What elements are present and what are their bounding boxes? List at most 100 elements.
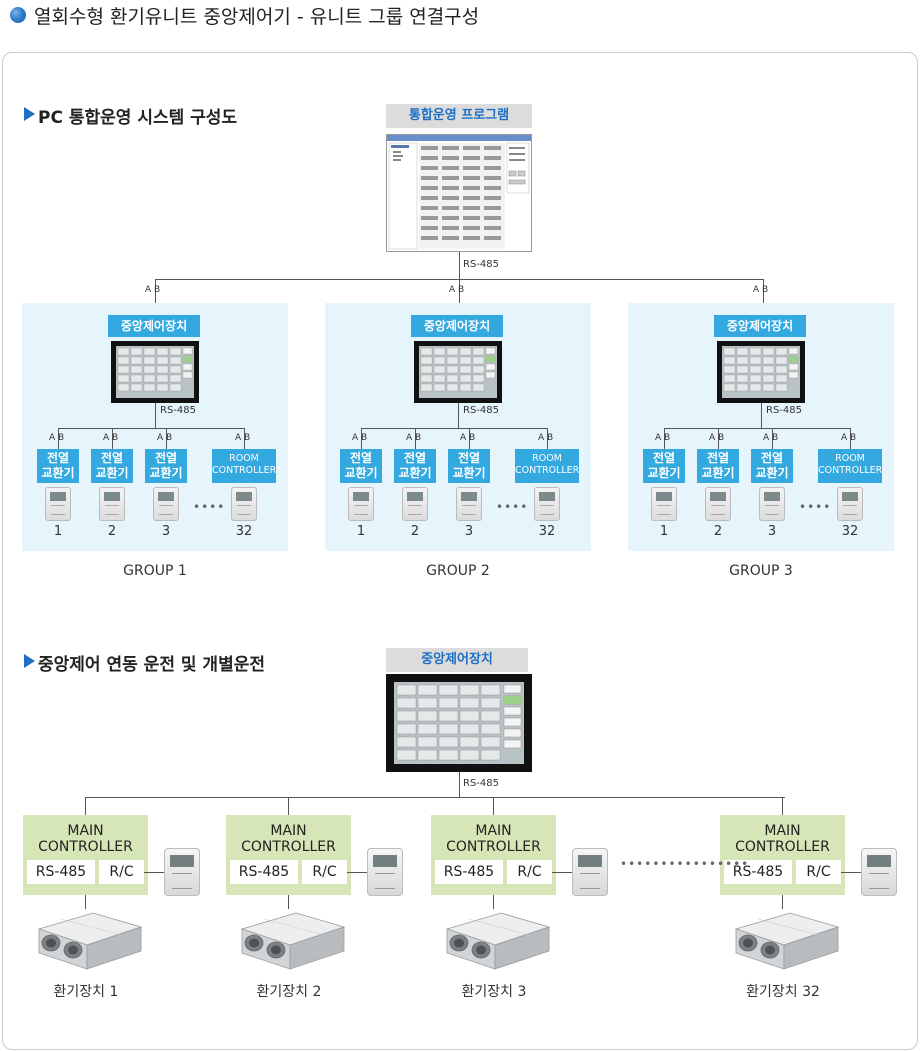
bus-label: RS-485 xyxy=(463,405,499,416)
unit-label: 전열 교환기 xyxy=(394,449,436,483)
rs485-port: RS-485 xyxy=(27,860,95,884)
group-controller-screen xyxy=(414,341,502,403)
bus-line-horizontal xyxy=(85,797,785,798)
remote-controller-icon xyxy=(231,487,257,521)
page-title: 열회수형 환기유니트 중앙제어기 - 유니트 그룹 연결구성 xyxy=(34,2,479,29)
bus-label: RS-485 xyxy=(766,405,802,416)
ab-label: A B xyxy=(352,433,367,443)
remote-controller-icon xyxy=(164,848,200,896)
ab-label: A B xyxy=(753,285,768,295)
bus-line-vertical xyxy=(761,403,762,429)
group-controller-screen xyxy=(717,341,805,403)
ventilation-unit-icon xyxy=(728,907,844,977)
bus-label: RS-485 xyxy=(463,778,499,789)
ab-label: A B xyxy=(449,285,464,295)
bus-line-vertical xyxy=(458,403,459,429)
ellipsis-dots: •••• xyxy=(193,500,225,514)
group-controller-label: 중앙제어장치 xyxy=(108,315,200,337)
unit-label: 전열 교환기 xyxy=(91,449,133,483)
remote-controller-icon xyxy=(456,487,482,521)
bus-label: RS-485 xyxy=(463,259,499,270)
program-screenshot xyxy=(386,134,532,252)
bullet-icon xyxy=(10,7,26,23)
ventilation-unit-icon xyxy=(31,907,147,977)
remote-controller-icon xyxy=(572,848,608,896)
unit-label: 전열 교환기 xyxy=(340,449,382,483)
remote-controller-icon xyxy=(45,487,71,521)
unit-label: 전열 교환기 xyxy=(751,449,793,483)
unit-number: 3 xyxy=(757,524,787,539)
ab-label: A B xyxy=(841,433,856,443)
group-name: GROUP 1 xyxy=(75,563,235,579)
group-name: GROUP 3 xyxy=(681,563,841,579)
rc-port: R/C xyxy=(302,860,347,884)
unit-label: ROOM CONTROLLER xyxy=(212,449,276,483)
remote-controller-icon xyxy=(837,487,863,521)
unit-number: 32 xyxy=(532,524,562,539)
unit-number: 1 xyxy=(346,524,376,539)
ab-label: A B xyxy=(460,433,475,443)
ab-label: A B xyxy=(655,433,670,443)
unit-number: 2 xyxy=(97,524,127,539)
rs485-port: RS-485 xyxy=(435,860,503,884)
unit-label: 전열 교환기 xyxy=(697,449,739,483)
central-controller-label: 중앙제어장치 xyxy=(386,648,528,672)
remote-controller-icon xyxy=(153,487,179,521)
group-bus-line xyxy=(58,428,244,429)
rc-port: R/C xyxy=(507,860,552,884)
ab-label: A B xyxy=(235,433,250,443)
ab-label: A B xyxy=(406,433,421,443)
unit-label: 전열 교환기 xyxy=(643,449,685,483)
section2-title: 중앙제어 연동 운전 및 개별운전 xyxy=(38,650,265,675)
ventilation-unit-icon xyxy=(234,907,350,977)
ab-label: A B xyxy=(538,433,553,443)
unit-name: 환기장치 2 xyxy=(229,981,349,1001)
ab-label: A B xyxy=(49,433,64,443)
ellipsis-dots: •••• xyxy=(799,500,831,514)
unit-number: 2 xyxy=(400,524,430,539)
remote-controller-icon xyxy=(705,487,731,521)
bus-line-vertical xyxy=(459,252,460,280)
unit-drop-line xyxy=(782,797,783,815)
ab-label: A B xyxy=(709,433,724,443)
rc-link-line xyxy=(841,872,861,873)
unit-number: 3 xyxy=(151,524,181,539)
section-arrow-icon xyxy=(24,107,35,121)
unit-number: 1 xyxy=(43,524,73,539)
remote-controller-icon xyxy=(651,487,677,521)
rc-link-line xyxy=(347,872,367,873)
unit-drop-line xyxy=(288,797,289,815)
main-controller-title: MAINCONTROLLER xyxy=(720,823,845,855)
rc-port: R/C xyxy=(796,860,841,884)
remote-controller-icon xyxy=(759,487,785,521)
ab-label: A B xyxy=(103,433,118,443)
unit-name: 환기장치 1 xyxy=(26,981,146,1001)
remote-controller-icon xyxy=(402,487,428,521)
unit-label: ROOM CONTROLLER xyxy=(515,449,579,483)
unit-label: ROOM CONTROLLER xyxy=(818,449,882,483)
rc-link-line xyxy=(144,872,164,873)
unit-label: 전열 교환기 xyxy=(448,449,490,483)
unit-drop-line xyxy=(493,797,494,815)
unit-label: 전열 교환기 xyxy=(37,449,79,483)
unit-number: 2 xyxy=(703,524,733,539)
bus-line-vertical xyxy=(459,772,460,798)
remote-controller-icon xyxy=(861,848,897,896)
remote-controller-icon xyxy=(348,487,374,521)
group-controller-label: 중앙제어장치 xyxy=(411,315,503,337)
ellipsis-dots: •••• xyxy=(496,500,528,514)
group-name: GROUP 2 xyxy=(378,563,538,579)
group-bus-line xyxy=(361,428,547,429)
unit-number: 32 xyxy=(229,524,259,539)
unit-name: 환기장치 3 xyxy=(434,981,554,1001)
ab-label: A B xyxy=(145,285,160,295)
unit-number: 3 xyxy=(454,524,484,539)
program-label: 통합운영 프로그램 xyxy=(386,104,532,128)
remote-controller-icon xyxy=(99,487,125,521)
rc-link-line xyxy=(552,872,572,873)
ab-label: A B xyxy=(157,433,172,443)
unit-number: 1 xyxy=(649,524,679,539)
